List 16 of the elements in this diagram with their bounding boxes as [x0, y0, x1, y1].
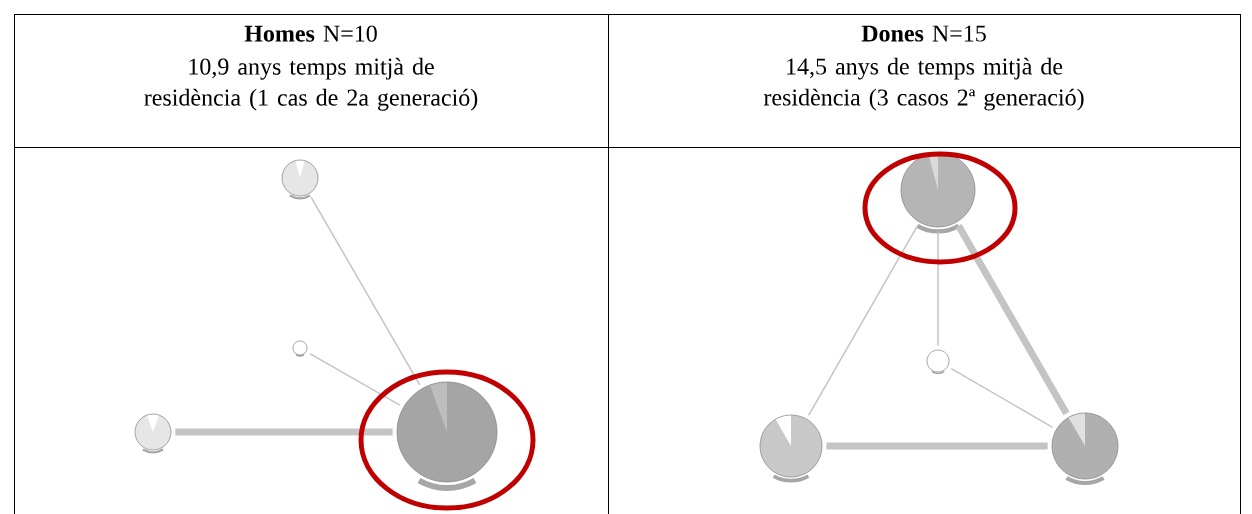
pie-chart-icon	[134, 413, 172, 454]
pie-chart-icon	[926, 349, 950, 375]
pie-chart-icon	[1051, 412, 1119, 485]
connector-line	[310, 196, 421, 386]
header-cell: Homes N=10 10,9 anys temps mitjà de residència (1 cas de 2a generació)	[14, 14, 609, 148]
table-cell	[14, 147, 609, 514]
pie-chart-icon	[759, 414, 823, 483]
connector-line	[955, 224, 1070, 416]
pie-chart-icon	[396, 381, 498, 491]
connector-line	[950, 367, 1054, 429]
header-cell: Dones N=15 14,5 anys de temps mitjà de residència (3 casos 2ª generació)	[608, 14, 1241, 148]
connector-line	[807, 225, 919, 417]
pie-chart-icon	[292, 340, 308, 357]
table-cell	[608, 147, 1241, 514]
connector-line	[937, 230, 939, 347]
pie-chart-icon	[281, 159, 319, 200]
